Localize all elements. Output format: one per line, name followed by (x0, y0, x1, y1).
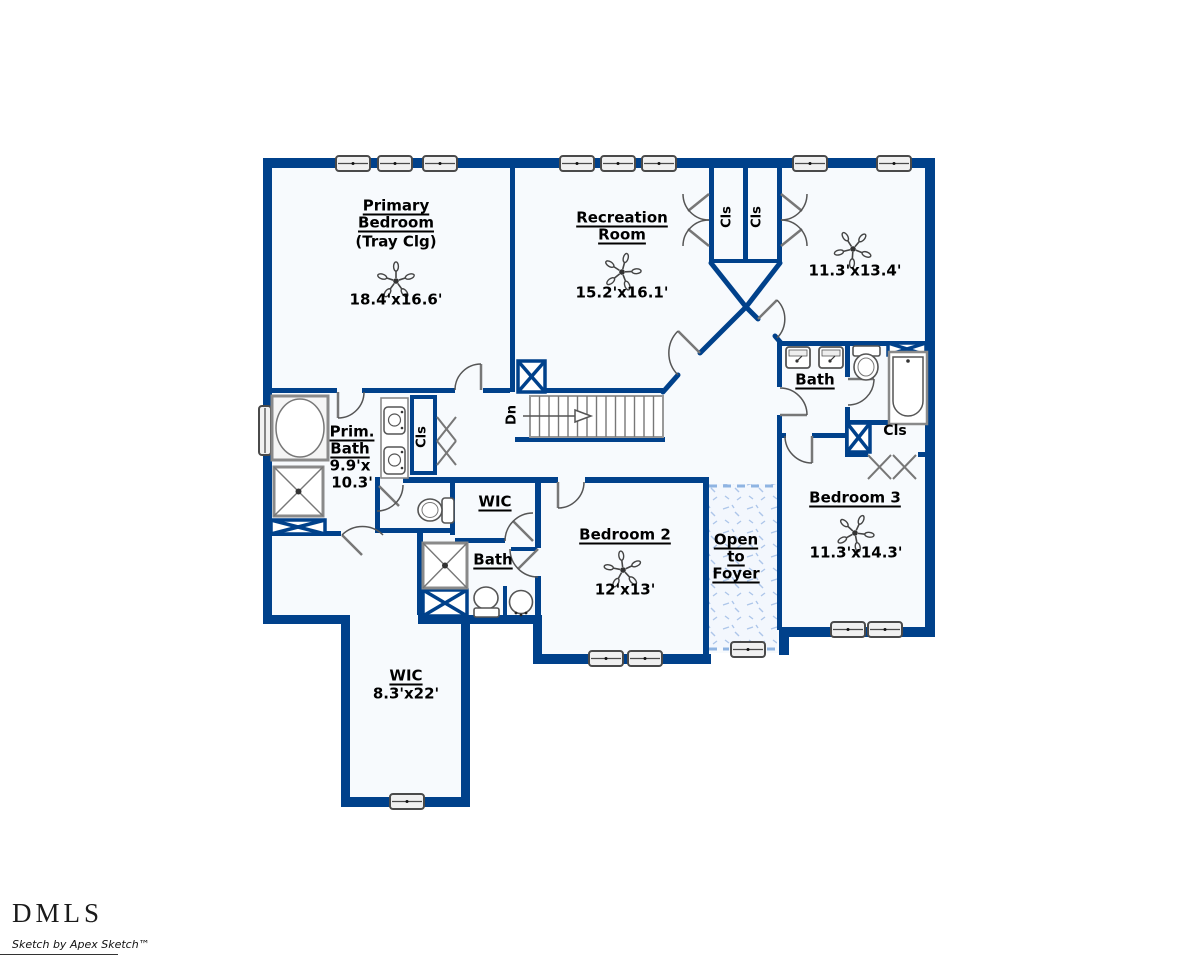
bifold-closet-hall (436, 416, 457, 466)
label-primary-bedroom-2: Bedroom (358, 213, 434, 232)
label-bedroom-2-dims: 12'x13' (594, 580, 656, 599)
toilet-water-closet (417, 497, 455, 524)
label-wic-upper: WIC (478, 492, 512, 511)
garden-tub (270, 394, 330, 462)
door-water-closet (376, 484, 404, 512)
label-open-to-foyer-3: Foyer (712, 564, 760, 583)
door-bath-middle (509, 548, 539, 578)
label-bedroom-3-dims: 11.3'x14.3' (809, 543, 903, 562)
fixtures (270, 345, 929, 618)
sketch-credit: Sketch by Apex Sketch™ (12, 938, 150, 951)
door-wic-upper (504, 512, 534, 542)
label-open-to-foyer-1: Open (713, 530, 759, 549)
chase-stairs (516, 359, 547, 394)
label-closet-top-left: Cls (719, 206, 735, 228)
label-primary-bedroom-note: (Tray Clg) (355, 232, 437, 251)
door-closet-top-left-double (682, 193, 710, 247)
label-primary-bath-2: Bath (330, 439, 370, 458)
vanity-primary (380, 397, 409, 479)
door-primary-bedroom (454, 363, 483, 391)
door-primary-bath-entry (336, 391, 365, 419)
toilet-bath-middle (473, 586, 500, 618)
label-primary-bath-dims-1: 9.9'x (329, 456, 371, 475)
label-primary-bath-1: Prim. (329, 422, 375, 441)
label-wic-large: WIC (389, 666, 423, 685)
label-closet-bath-right: Cls (883, 423, 907, 439)
label-bedroom-top-right-dims: 11.3'x13.4' (808, 261, 902, 280)
vanity-bath-top-right (785, 346, 844, 369)
label-primary-bath-dims-2: 10.3' (331, 473, 373, 492)
door-bedroom-2 (556, 481, 585, 509)
linen-closet-right (845, 421, 872, 454)
door-bedroom-3 (784, 435, 814, 464)
label-bedroom-2: Bedroom 2 (579, 525, 671, 544)
open-to-foyer-area (709, 484, 780, 651)
stairs-down-arrow (523, 408, 594, 424)
footer-rule (0, 954, 118, 955)
toilet-bath-top-right (852, 345, 881, 381)
label-stairs-dn: Dn (504, 404, 520, 426)
label-bath-top-right: Bath (795, 370, 835, 389)
bathtub-top-right (887, 350, 929, 426)
door-recreation-diagonal (668, 330, 701, 376)
label-bath-middle: Bath (473, 550, 513, 569)
bifold-closet-right (867, 454, 917, 480)
label-primary-bedroom-1: Primary (362, 196, 430, 215)
door-closet-top-right-double (780, 193, 808, 247)
label-open-to-foyer-2: to (727, 547, 745, 566)
linen-prim-bath (269, 518, 327, 536)
window-left-wall (258, 405, 272, 456)
label-primary-bedroom-dims: 18.4'x16.6' (349, 290, 443, 309)
diagonal-walls (660, 260, 784, 395)
shower-primary (272, 465, 325, 518)
door-bath-top-right-entry (779, 387, 808, 417)
label-closet-hall: Cls (414, 426, 430, 448)
label-wic-large-dims: 8.3'x22' (372, 684, 440, 703)
label-recreation-room-2: Room (598, 225, 646, 244)
label-closet-top-right: Cls (749, 206, 765, 228)
label-recreation-room-dims: 15.2'x16.1' (575, 283, 669, 302)
chase-boxes (269, 341, 928, 618)
sink-bath-middle (508, 589, 534, 617)
linen-bath-middle (421, 588, 469, 618)
doors (336, 193, 917, 578)
stairs (523, 395, 664, 438)
label-recreation-room-1: Recreation (576, 208, 668, 227)
door-primary-bath-to-wic (341, 525, 384, 556)
label-bedroom-3: Bedroom 3 (809, 488, 901, 507)
door-hall-diagonal (757, 299, 786, 339)
shower-bath-middle (421, 541, 469, 590)
mls-logo: DMLS (12, 898, 104, 928)
